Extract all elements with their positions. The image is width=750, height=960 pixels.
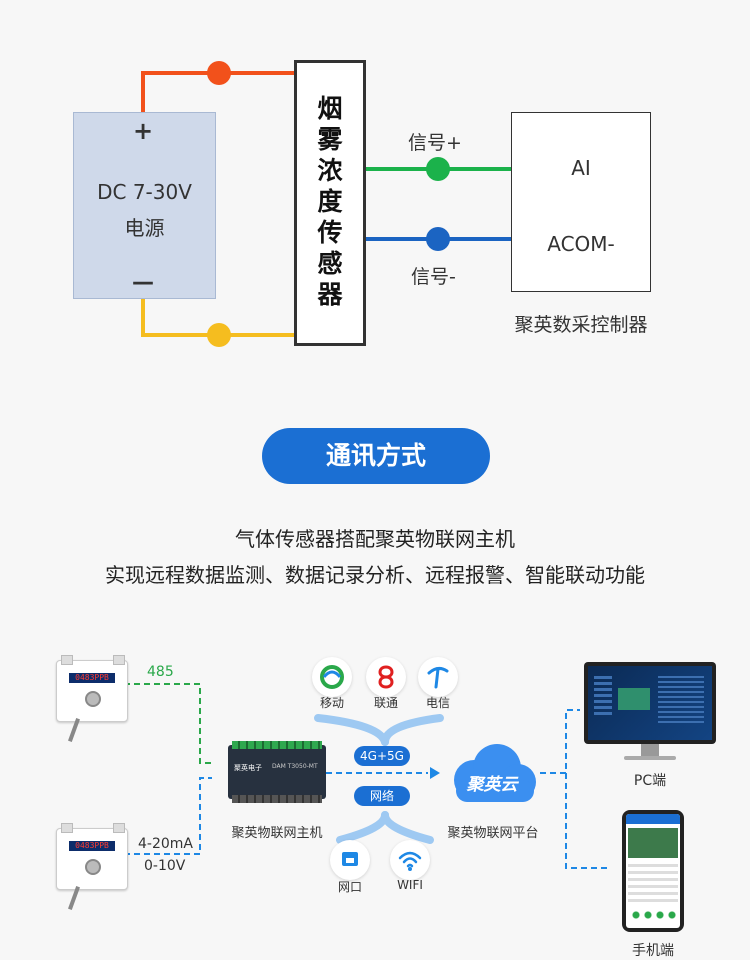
signal-minus-label: 信号- — [411, 266, 456, 288]
cloud-icon: 聚英云 — [442, 738, 542, 810]
yellow-node — [207, 323, 231, 347]
lan-port-icon — [330, 840, 370, 880]
terminal-strip-top — [232, 741, 322, 749]
comm-lines — [124, 683, 608, 869]
phone-buttons — [630, 908, 676, 922]
net-4g5g-badge: 4G+5G — [354, 746, 410, 766]
yellow-wire — [141, 297, 294, 337]
desc-line2: 实现远程数据监测、数据记录分析、远程报警、智能联动功能 — [105, 563, 645, 587]
pc-screen-list — [594, 676, 612, 716]
desc-line1: 气体传感器搭配聚英物联网主机 — [235, 527, 515, 551]
mobile-label: 移动 — [319, 696, 344, 710]
host-brand: 聚英电子 — [234, 764, 262, 772]
green-node — [426, 157, 450, 181]
blue-node — [426, 227, 450, 251]
port-0-10v: 0-10V — [144, 858, 186, 874]
psu-plus: + — [133, 117, 154, 145]
pc-screen-table — [658, 676, 704, 726]
psu-label: 电源 — [124, 216, 165, 240]
platform-label: 聚英物联网平台 — [447, 826, 539, 841]
pc-monitor — [584, 662, 716, 744]
china-mobile-icon — [312, 657, 352, 697]
psu-minus: — — [132, 270, 154, 295]
china-unicom-icon — [366, 657, 406, 697]
red-wire — [141, 71, 294, 112]
phone-screen — [626, 814, 680, 928]
telecom-label: 电信 — [425, 696, 450, 710]
sensor-device-top: 0483PPB — [56, 655, 128, 722]
psu-voltage: DC 7-30V — [97, 180, 192, 204]
signal-plus-label: 信号+ — [408, 132, 462, 154]
controller-box — [511, 112, 651, 292]
host-model: DAM T3050-MT — [272, 763, 318, 770]
wiring-lines — [141, 61, 511, 347]
port-4-20ma: 4-20mA — [138, 836, 193, 852]
sensor-device-bottom: 0483PPB — [56, 823, 128, 890]
section-title: 通讯方式 — [262, 428, 490, 484]
ctrl-label: 聚英数采控制器 — [514, 314, 648, 336]
pc-base — [624, 756, 676, 760]
pc-screen-map — [618, 688, 650, 710]
device-display: 0483PPB — [69, 841, 115, 851]
smoke-sensor-box: 烟雾浓度传感器 — [294, 60, 366, 346]
red-node — [207, 61, 231, 85]
sensor-label: 烟雾浓度传感器 — [317, 94, 343, 309]
phone-header — [626, 814, 680, 824]
net-network-badge: 网络 — [354, 786, 410, 806]
pc-stand — [641, 744, 659, 756]
power-supply-box — [73, 112, 216, 299]
ctrl-ai: AI — [571, 156, 591, 180]
lan-label: 网口 — [337, 880, 362, 894]
ctrl-acom: ACOM- — [547, 232, 615, 256]
unicom-label: 联通 — [373, 696, 398, 710]
phone-list — [628, 864, 678, 904]
pc-label: PC端 — [633, 773, 667, 789]
wifi-icon — [390, 840, 430, 880]
host-label: 聚英物联网主机 — [231, 826, 323, 841]
pc-screen — [588, 666, 712, 740]
wifi-label: WIFI — [397, 878, 423, 892]
mobile-phone — [622, 810, 684, 932]
device-button-icon — [85, 859, 101, 875]
terminal-strip-bottom — [232, 795, 322, 803]
device-display: 0483PPB — [69, 673, 115, 683]
device-button-icon — [85, 691, 101, 707]
phone-image — [628, 828, 678, 858]
china-telecom-icon — [418, 657, 458, 697]
cloud-text: 聚英云 — [466, 775, 518, 795]
iot-host-device: 聚英电子 DAM T3050-MT — [228, 741, 326, 803]
port-485: 485 — [147, 664, 174, 680]
phone-label: 手机端 — [632, 943, 674, 959]
